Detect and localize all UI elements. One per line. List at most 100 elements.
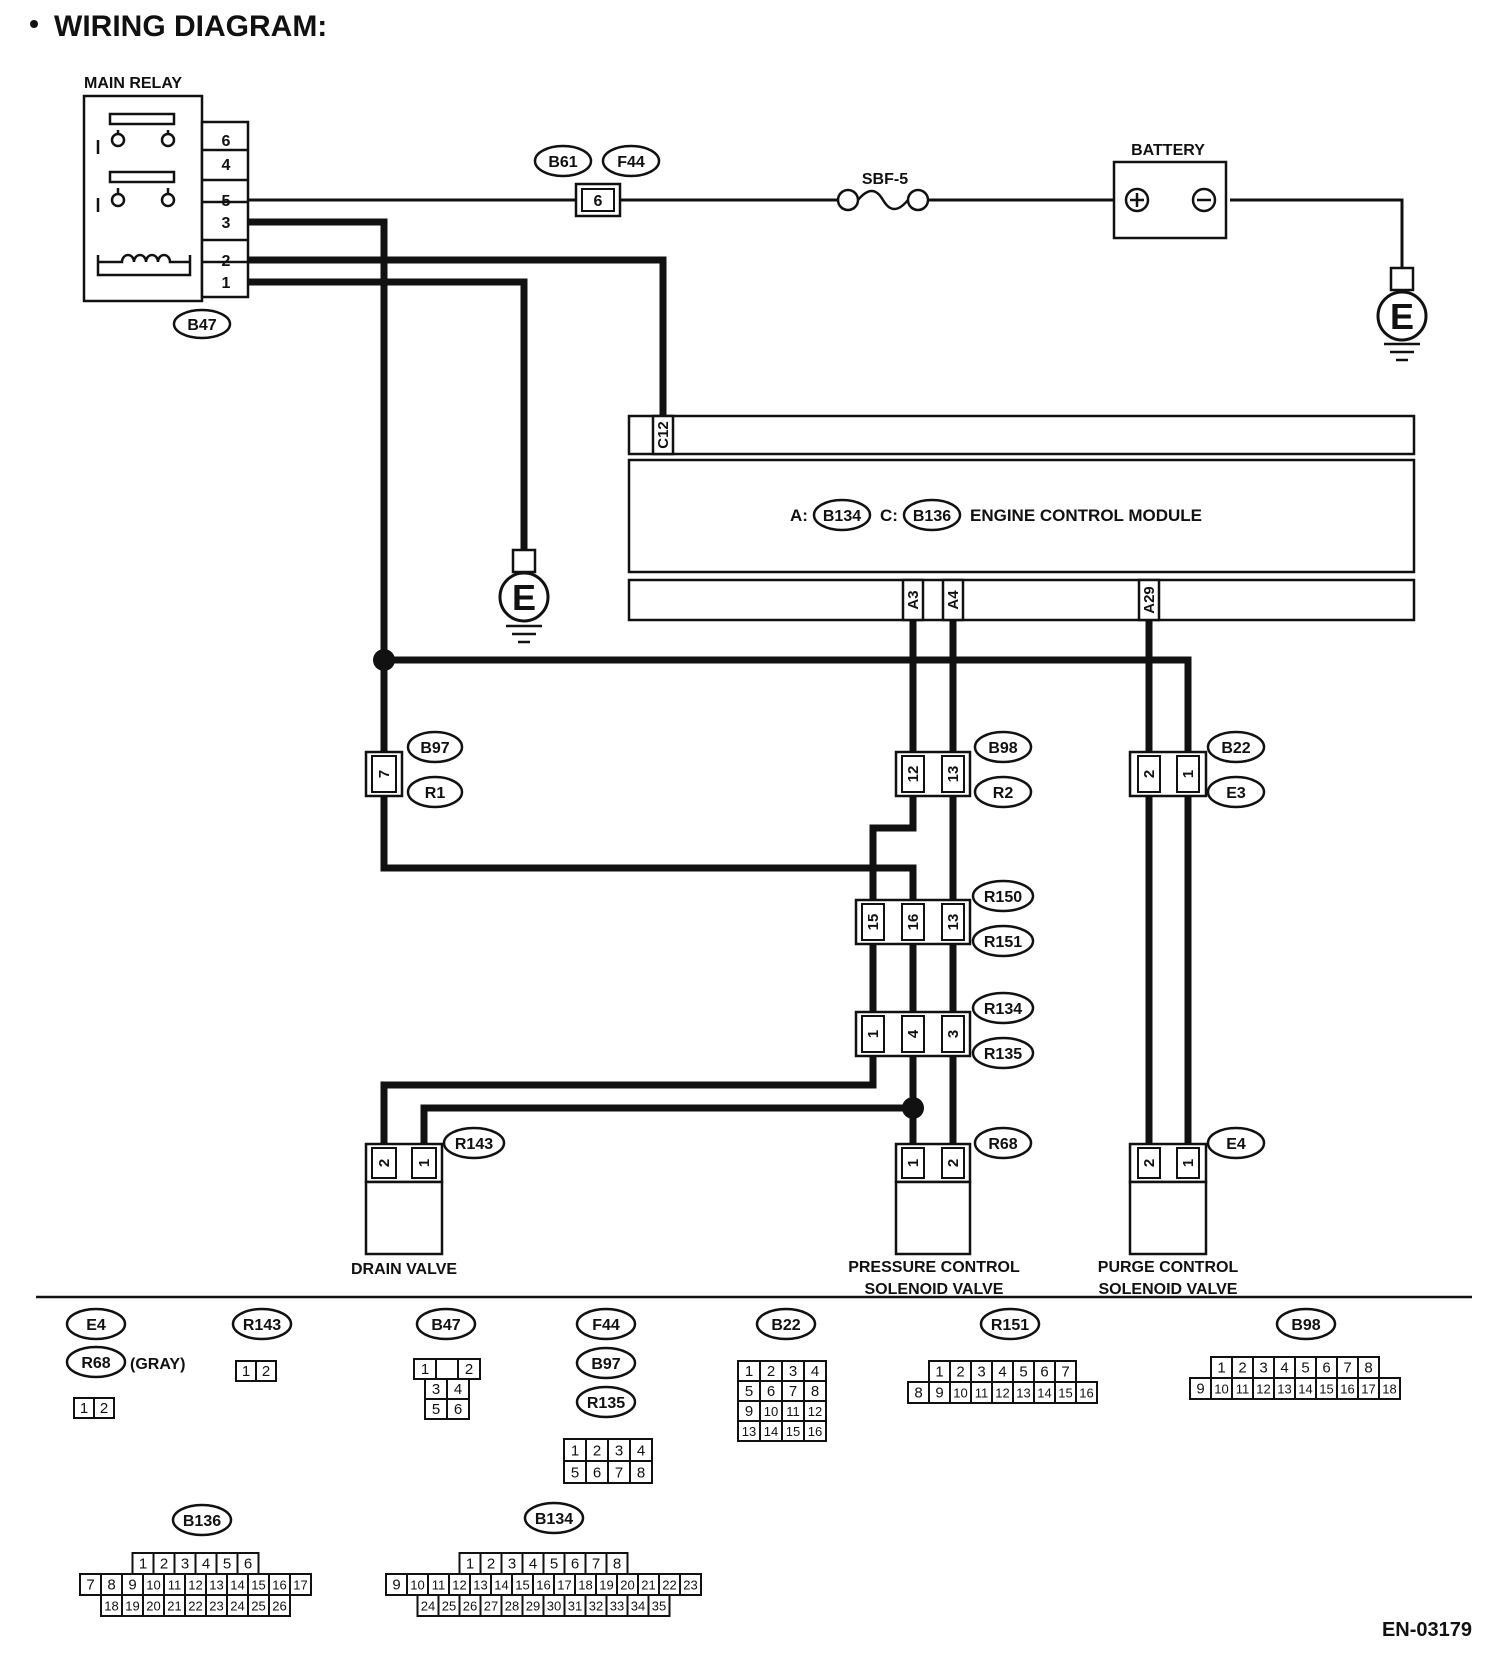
svg-text:8: 8 <box>613 1556 621 1573</box>
wire-splice-to-r143-1 <box>420 1104 913 1148</box>
pin-cell: 8 <box>907 1381 930 1404</box>
svg-text:B61: B61 <box>548 154 577 171</box>
pin-cell: 26 <box>268 1594 291 1617</box>
relay-pin-4: 4 <box>222 157 231 174</box>
pin-cell: 28 <box>500 1594 524 1617</box>
svg-text:B22: B22 <box>771 1317 800 1334</box>
tag-b98: B98 <box>973 730 1033 764</box>
pin-cell: 2 <box>759 1360 783 1382</box>
pin-cell: 3 <box>500 1552 524 1575</box>
pin-cell: 16 <box>1075 1381 1098 1404</box>
wire-relay3-main-bus <box>232 218 388 780</box>
svg-text:5: 5 <box>432 1401 440 1418</box>
pin-cell <box>435 1358 459 1380</box>
ground-relay: E <box>498 548 550 644</box>
svg-text:F44: F44 <box>617 154 645 171</box>
svg-text:13: 13 <box>209 1578 223 1593</box>
pin-cell: 34 <box>626 1594 650 1617</box>
svg-text:12: 12 <box>905 766 922 783</box>
svg-text:R151: R151 <box>984 934 1022 951</box>
svg-text:R2: R2 <box>993 785 1014 802</box>
svg-text:2: 2 <box>593 1442 601 1459</box>
pin-cell: 8 <box>629 1460 653 1484</box>
pin-cell: 1 <box>458 1552 482 1575</box>
svg-text:10: 10 <box>953 1386 967 1401</box>
svg-text:15: 15 <box>865 914 882 931</box>
pin-cell: 17 <box>553 1573 576 1596</box>
svg-text:4: 4 <box>905 1029 922 1038</box>
pin-cell: 11 <box>427 1573 450 1596</box>
drain-valve: 2 1 <box>364 1142 444 1256</box>
pin-cell: 1 <box>235 1360 257 1382</box>
svg-text:B97: B97 <box>591 1356 620 1373</box>
pin-cell: 8 <box>605 1552 629 1575</box>
pin-cell: 8 <box>100 1573 123 1596</box>
svg-text:5: 5 <box>1301 1360 1309 1377</box>
pin-cell: 15 <box>511 1573 534 1596</box>
wire-b98-12-to-r150-15 <box>869 792 917 905</box>
pin-cell: 13 <box>737 1420 761 1442</box>
pin-cell: 9 <box>121 1573 144 1596</box>
svg-text:11: 11 <box>168 1578 182 1593</box>
pin-cell: 31 <box>563 1594 587 1617</box>
view-tag-b136: B136 <box>171 1503 233 1537</box>
purge-control-solenoid-valve: 2 1 <box>1128 1142 1208 1256</box>
connector-r150-r151: 15 16 13 <box>854 898 972 946</box>
svg-text:R1: R1 <box>425 785 446 802</box>
fuse-label: SBF-5 <box>862 171 908 188</box>
svg-text:7: 7 <box>1061 1364 1069 1381</box>
svg-text:B134: B134 <box>535 1511 573 1528</box>
svg-text:9: 9 <box>935 1385 943 1402</box>
relay-pin-2: 2 <box>222 253 231 270</box>
svg-text:6: 6 <box>767 1383 775 1400</box>
svg-text:8: 8 <box>637 1464 645 1481</box>
svg-text:5: 5 <box>223 1556 231 1573</box>
pin-cell: 12 <box>184 1573 207 1596</box>
svg-text:E3: E3 <box>1226 785 1246 802</box>
tag-r150: R150 <box>971 879 1035 913</box>
view-note: (GRAY) <box>130 1356 185 1373</box>
svg-text:B97: B97 <box>420 740 449 757</box>
svg-text:1: 1 <box>80 1400 88 1417</box>
pin-cell: 30 <box>542 1594 566 1617</box>
svg-text:31: 31 <box>568 1599 582 1614</box>
svg-text:15: 15 <box>251 1578 265 1593</box>
svg-text:27: 27 <box>484 1599 498 1614</box>
pin-cell: 9 <box>1189 1377 1212 1400</box>
title-bullet <box>30 20 38 28</box>
view-tag-r143: R143 <box>231 1307 293 1341</box>
svg-text:7: 7 <box>86 1577 94 1594</box>
pin-cell: 12 <box>803 1400 827 1422</box>
pin-cell: 23 <box>205 1594 228 1617</box>
main-relay-connector <box>200 120 250 299</box>
svg-text:9: 9 <box>745 1403 753 1420</box>
svg-text:2: 2 <box>100 1400 108 1417</box>
pin-cell: 14 <box>759 1420 783 1442</box>
wire-main-bus-to-b22-1 <box>384 656 1192 756</box>
pin-cell: 12 <box>448 1573 471 1596</box>
purge-label-line1: PURGE CONTROL <box>1098 1259 1239 1276</box>
pin-cell: 4 <box>803 1360 827 1382</box>
svg-text:14: 14 <box>1037 1386 1051 1401</box>
battery <box>1112 160 1228 240</box>
svg-text:13: 13 <box>1277 1382 1291 1397</box>
view-tag-r68: R68 <box>65 1345 127 1379</box>
page-title: WIRING DIAGRAM: <box>54 10 327 43</box>
svg-text:R143: R143 <box>455 1136 493 1153</box>
svg-text:4: 4 <box>1280 1360 1288 1377</box>
tag-b61: B61 <box>533 144 593 178</box>
svg-text:R68: R68 <box>81 1355 110 1372</box>
pcsv-label-line2: SOLENOID VALVE <box>865 1281 1004 1298</box>
svg-text:R150: R150 <box>984 889 1022 906</box>
svg-text:14: 14 <box>494 1578 508 1593</box>
svg-text:4: 4 <box>529 1556 537 1573</box>
svg-text:2: 2 <box>1238 1360 1246 1377</box>
pin-cell: 5 <box>542 1552 566 1575</box>
view-tag-b97: B97 <box>575 1346 637 1380</box>
svg-text:2: 2 <box>160 1556 168 1573</box>
svg-text:13: 13 <box>742 1424 756 1439</box>
pin-cell: 16 <box>1336 1377 1359 1400</box>
svg-text:6: 6 <box>244 1556 252 1573</box>
